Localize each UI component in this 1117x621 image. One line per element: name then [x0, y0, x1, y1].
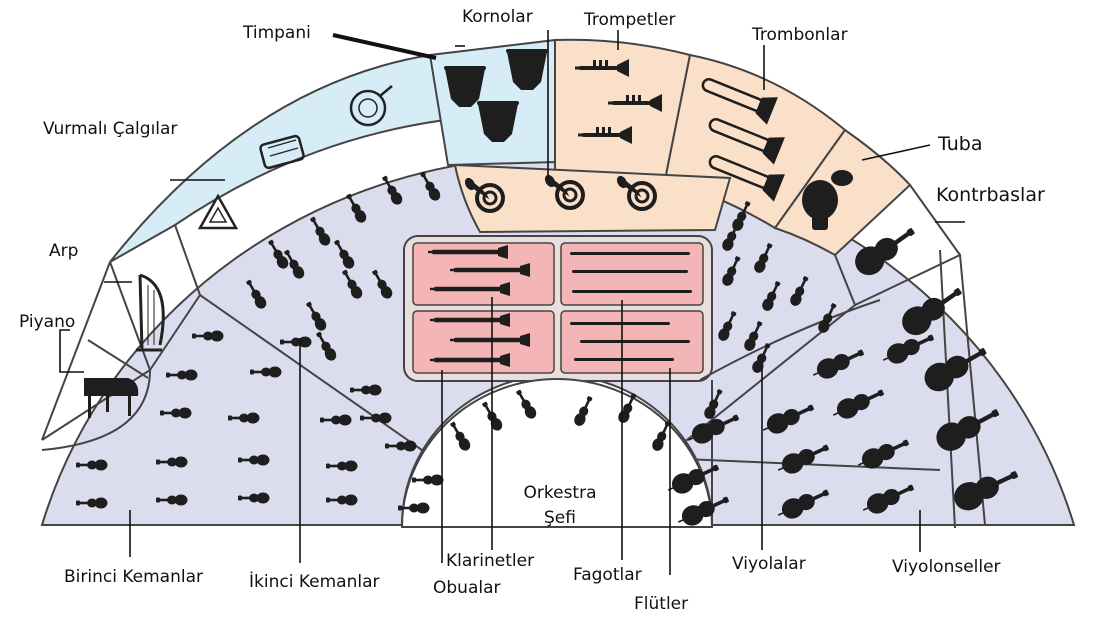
conductor-area: [400, 378, 714, 528]
leader-lines: [59, 30, 965, 575]
label-trombonlar: Trombonlar: [752, 25, 848, 45]
label-viyolonseller: Viyolonseller: [892, 557, 1001, 577]
label-ikinci-kemanlar: İkinci Kemanlar: [249, 572, 380, 592]
label-fagotlar: Fagotlar: [573, 565, 642, 585]
label-arp: Arp: [49, 241, 79, 261]
woodwind-instruments: [428, 245, 692, 367]
label-flutler: Flütler: [634, 594, 689, 614]
label-kornolar: Kornolar: [462, 7, 533, 27]
label-orkestra-sefi: Orkestra Şefi: [520, 481, 600, 530]
harp-instrument: [136, 273, 165, 352]
horns-section: [453, 163, 732, 234]
percussion-instruments: [197, 85, 393, 230]
label-piyano: Piyano: [19, 312, 76, 332]
label-vurmali-calgilar: Vurmalı Çalgılar: [43, 119, 178, 139]
label-klarinetler: Klarinetler: [446, 551, 535, 571]
tuba-instrument: [802, 170, 853, 230]
label-trompetler: Trompetler: [584, 10, 676, 30]
label-viyolalar: Viyolalar: [732, 554, 806, 574]
label-tuba: Tuba: [938, 133, 983, 155]
tuba-section: [773, 128, 912, 257]
piano-instrument: [84, 378, 139, 418]
label-obualar: Obualar: [433, 578, 501, 598]
label-orkestra: Orkestra: [523, 483, 597, 503]
label-sefi: Şefi: [544, 507, 576, 528]
label-timpani: Timpani: [243, 23, 311, 43]
label-birinci-kemanlar: Birinci Kemanlar: [64, 567, 203, 587]
label-kontrbaslar: Kontrbaslar: [936, 184, 1045, 206]
